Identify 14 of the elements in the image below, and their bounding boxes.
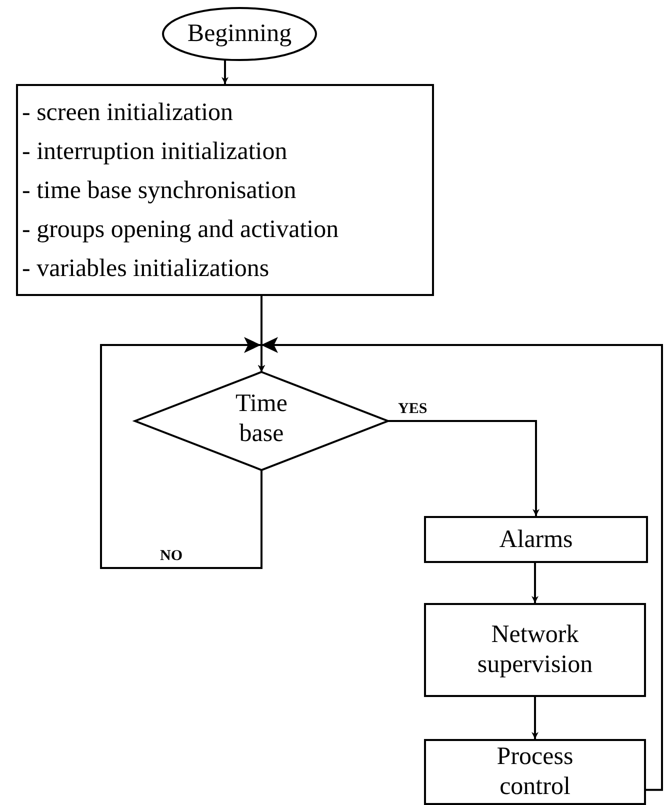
node-label: Beginning [187, 19, 292, 49]
list-item: - time base synchronisation [22, 176, 296, 206]
process-box [424, 516, 648, 563]
list-item: - groups opening and activation [22, 214, 339, 244]
list-item: - interruption initialization [22, 136, 288, 166]
process-box [424, 739, 646, 805]
process-box [424, 603, 646, 697]
node-label: Network supervision [476, 620, 594, 680]
node-label: Time base [234, 389, 288, 449]
list-item: - screen initialization [22, 98, 234, 128]
list-item: - variables initializations [22, 254, 270, 284]
node-label: Process control [496, 742, 574, 802]
process-box [16, 84, 434, 296]
node-label: Alarms [499, 524, 573, 554]
